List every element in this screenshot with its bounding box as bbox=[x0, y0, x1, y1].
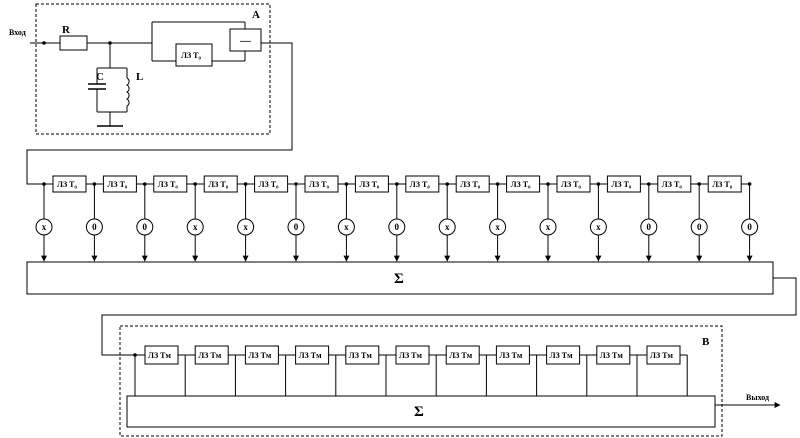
block-a-boundary bbox=[35, 3, 271, 135]
a-output-wire bbox=[26, 42, 293, 185]
delay-label: ЛЗ T₀ bbox=[208, 180, 229, 189]
delay-label: ЛЗ T₀ bbox=[309, 180, 330, 189]
delay-label: ЛЗ T₀ bbox=[410, 180, 431, 189]
multiplier-label: 0 bbox=[697, 222, 702, 232]
delay-label: ЛЗ T₀ bbox=[662, 180, 683, 189]
delay-label: ЛЗ T₀ bbox=[561, 180, 582, 189]
sum-1-sign: Σ bbox=[394, 271, 404, 287]
inductor-l bbox=[125, 77, 130, 107]
multiplier-label: x bbox=[193, 222, 198, 232]
multiplier-label: x bbox=[243, 222, 248, 232]
multiplier-label: 0 bbox=[143, 222, 148, 232]
block-b-boundary bbox=[119, 325, 723, 437]
multiplier-label: x bbox=[546, 222, 551, 232]
sum-2-sign: Σ bbox=[414, 404, 424, 420]
multiplier-label: x bbox=[445, 222, 450, 232]
delay-b-label: ЛЗ Tм bbox=[650, 351, 674, 360]
input-label: Вход bbox=[9, 28, 26, 37]
multiplier-label: x bbox=[596, 222, 601, 232]
delay-label: ЛЗ T₀ bbox=[460, 180, 481, 189]
sum-1-output-wire bbox=[101, 277, 797, 356]
output-label: Выход bbox=[746, 393, 769, 402]
capacitor-label: C bbox=[96, 71, 104, 83]
delay-b-label: ЛЗ Tм bbox=[299, 351, 323, 360]
delay-label: ЛЗ T₀ bbox=[158, 180, 179, 189]
multiplier-label: x bbox=[344, 222, 349, 232]
delay-b-label: ЛЗ Tм bbox=[600, 351, 624, 360]
delay-b-label: ЛЗ Tм bbox=[449, 351, 473, 360]
multiplier-label: 0 bbox=[92, 222, 97, 232]
delay-label: ЛЗ T₀ bbox=[511, 180, 532, 189]
delay-label: ЛЗ T₀ bbox=[107, 180, 128, 189]
block-b-delay-line: ЛЗ Tм ЛЗ Tм ЛЗ Tм ЛЗ Tм ЛЗ Tм ЛЗ Tм ЛЗ Tм ЛЗ Tм… bbox=[133, 345, 688, 396]
delay-b-label: ЛЗ Tм bbox=[550, 351, 574, 360]
sum-1-box bbox=[26, 261, 774, 295]
inverter-sign: — bbox=[239, 35, 252, 47]
delay-a-label: ЛЗ T₀ bbox=[181, 51, 202, 60]
sum-2-box bbox=[126, 395, 716, 428]
delay-b-label: ЛЗ Tм bbox=[198, 351, 222, 360]
delay-a-box bbox=[175, 43, 213, 67]
delay-label: ЛЗ T₀ bbox=[611, 180, 632, 189]
delay-b-label: ЛЗ Tм bbox=[148, 351, 172, 360]
delay-label: ЛЗ T₀ bbox=[259, 180, 280, 189]
delay-label: ЛЗ T₀ bbox=[57, 180, 78, 189]
delay-b-label: ЛЗ Tм bbox=[499, 351, 523, 360]
inductor-label: L bbox=[136, 71, 143, 83]
multiplier-label: 0 bbox=[747, 222, 752, 232]
delay-b-label: ЛЗ Tм bbox=[248, 351, 272, 360]
block-b-label: B bbox=[702, 336, 710, 348]
delay-label: ЛЗ T₀ bbox=[712, 180, 733, 189]
delay-b-label: ЛЗ Tм bbox=[399, 351, 423, 360]
resistor-label: R bbox=[62, 24, 71, 36]
multiplier-label: x bbox=[42, 222, 47, 232]
multiplier-label: x bbox=[495, 222, 500, 232]
block-a-label: A bbox=[252, 9, 260, 21]
multiplier-label: 0 bbox=[294, 222, 299, 232]
main-delay-line: ЛЗ T₀ x ЛЗ T₀ 0 ЛЗ T₀ 0 ЛЗ T₀ x ЛЗ T₀ x ЛЗ T₀ 0 ЛЗ T… bbox=[35, 175, 759, 262]
delay-b-label: ЛЗ Tм bbox=[349, 351, 373, 360]
multiplier-label: 0 bbox=[395, 222, 400, 232]
delay-label: ЛЗ T₀ bbox=[359, 180, 380, 189]
resistor-r bbox=[59, 35, 88, 51]
multiplier-label: 0 bbox=[647, 222, 652, 232]
